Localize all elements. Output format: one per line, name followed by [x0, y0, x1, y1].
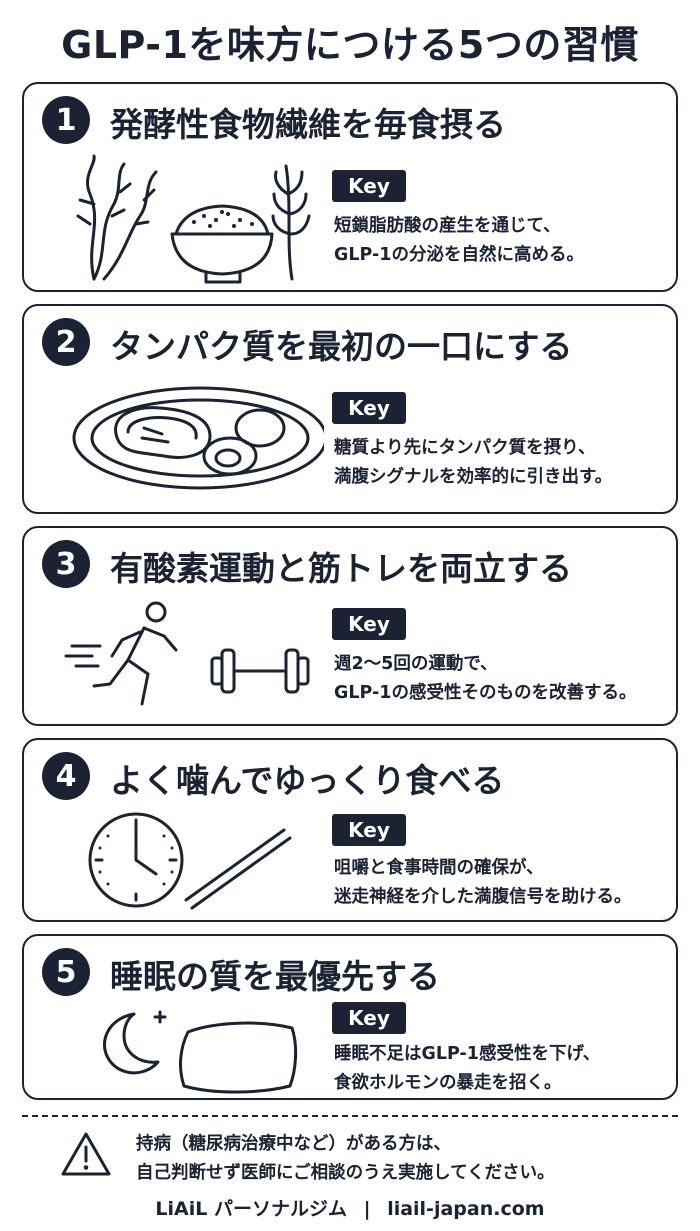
page-title: GLP-1を味方につける5つの習慣 — [61, 23, 639, 67]
key-badge: Key — [332, 392, 406, 424]
habit-number: 5 — [42, 948, 90, 996]
habit-number: 2 — [42, 318, 90, 366]
footer: LiAiL パーソナルジム | liail-japan.com — [0, 1194, 700, 1221]
seaweed-rice-grain-icon — [76, 154, 311, 284]
warning-icon — [61, 1132, 111, 1176]
runner-dumbbell-icon — [64, 601, 310, 706]
habit-card-1: 1 発酵性食物繊維を毎食摂る Key 短鎖脂肪酸の産生を通じて、 GLP-1の分… — [22, 82, 678, 292]
dashed-divider — [22, 1115, 678, 1117]
habit-title: よく噛んでゆっくり食べる — [110, 761, 505, 800]
clock-chopsticks-icon — [88, 812, 292, 910]
footer-separator: | — [363, 1198, 371, 1220]
steak-egg-plate-icon — [72, 386, 324, 490]
habit-description: 睡眠不足はGLP-1感受性を下げ、 食欲ホルモンの暴走を招く。 — [334, 1044, 601, 1093]
habit-title: 有酸素運動と筋トレを両立する — [110, 549, 572, 588]
habit-card-3: 3 有酸素運動と筋トレを両立する Key 週2〜5回の運動で、 GLP-1の感受… — [22, 526, 678, 726]
habit-description: 咀嚼と食事時間の確保が、 迷走神経を介した満腹信号を助ける。 — [334, 858, 632, 907]
key-badge: Key — [332, 814, 406, 846]
medical-notice: 持病（糖尿病治療中など）がある方は、 自己判断せず医師にご相談のうえ実施してくだ… — [136, 1134, 555, 1183]
habit-title: タンパク質を最初の一口にする — [110, 327, 573, 366]
footer-site-link[interactable]: liail-japan.com — [387, 1198, 545, 1220]
key-badge: Key — [332, 170, 406, 202]
habit-card-5: 5 睡眠の質を最優先する Key 睡眠不足はGLP-1感受性を下げ、 食欲ホルモ… — [22, 934, 678, 1100]
key-badge: Key — [332, 608, 406, 640]
habit-number: 1 — [42, 96, 90, 144]
key-badge: Key — [332, 1002, 406, 1034]
habit-title: 発酵性食物繊維を毎食摂る — [110, 105, 506, 144]
habit-title: 睡眠の質を最優先する — [110, 957, 440, 996]
habit-number: 4 — [42, 752, 90, 800]
habit-number: 3 — [42, 540, 90, 588]
moon-pillow-icon — [102, 1010, 298, 1094]
habit-description: 週2〜5回の運動で、 GLP-1の感受性そのものを改善する。 — [334, 654, 637, 703]
habit-description: 短鎖脂肪酸の産生を通じて、 GLP-1の分泌を自然に高める。 — [334, 216, 584, 265]
footer-brand: LiAiL パーソナルジム — [155, 1198, 347, 1220]
habit-card-2: 2 タンパク質を最初の一口にする Key 糖質より先にタンパク質を摂り、 満腹シ… — [22, 304, 678, 514]
habit-card-4: 4 よく噛んでゆっくり食べる Key 咀嚼と食事時間の確保が、 迷走神経を介した… — [22, 738, 678, 922]
habit-description: 糖質より先にタンパク質を摂り、 満腹シグナルを効率的に引き出す。 — [334, 438, 613, 487]
